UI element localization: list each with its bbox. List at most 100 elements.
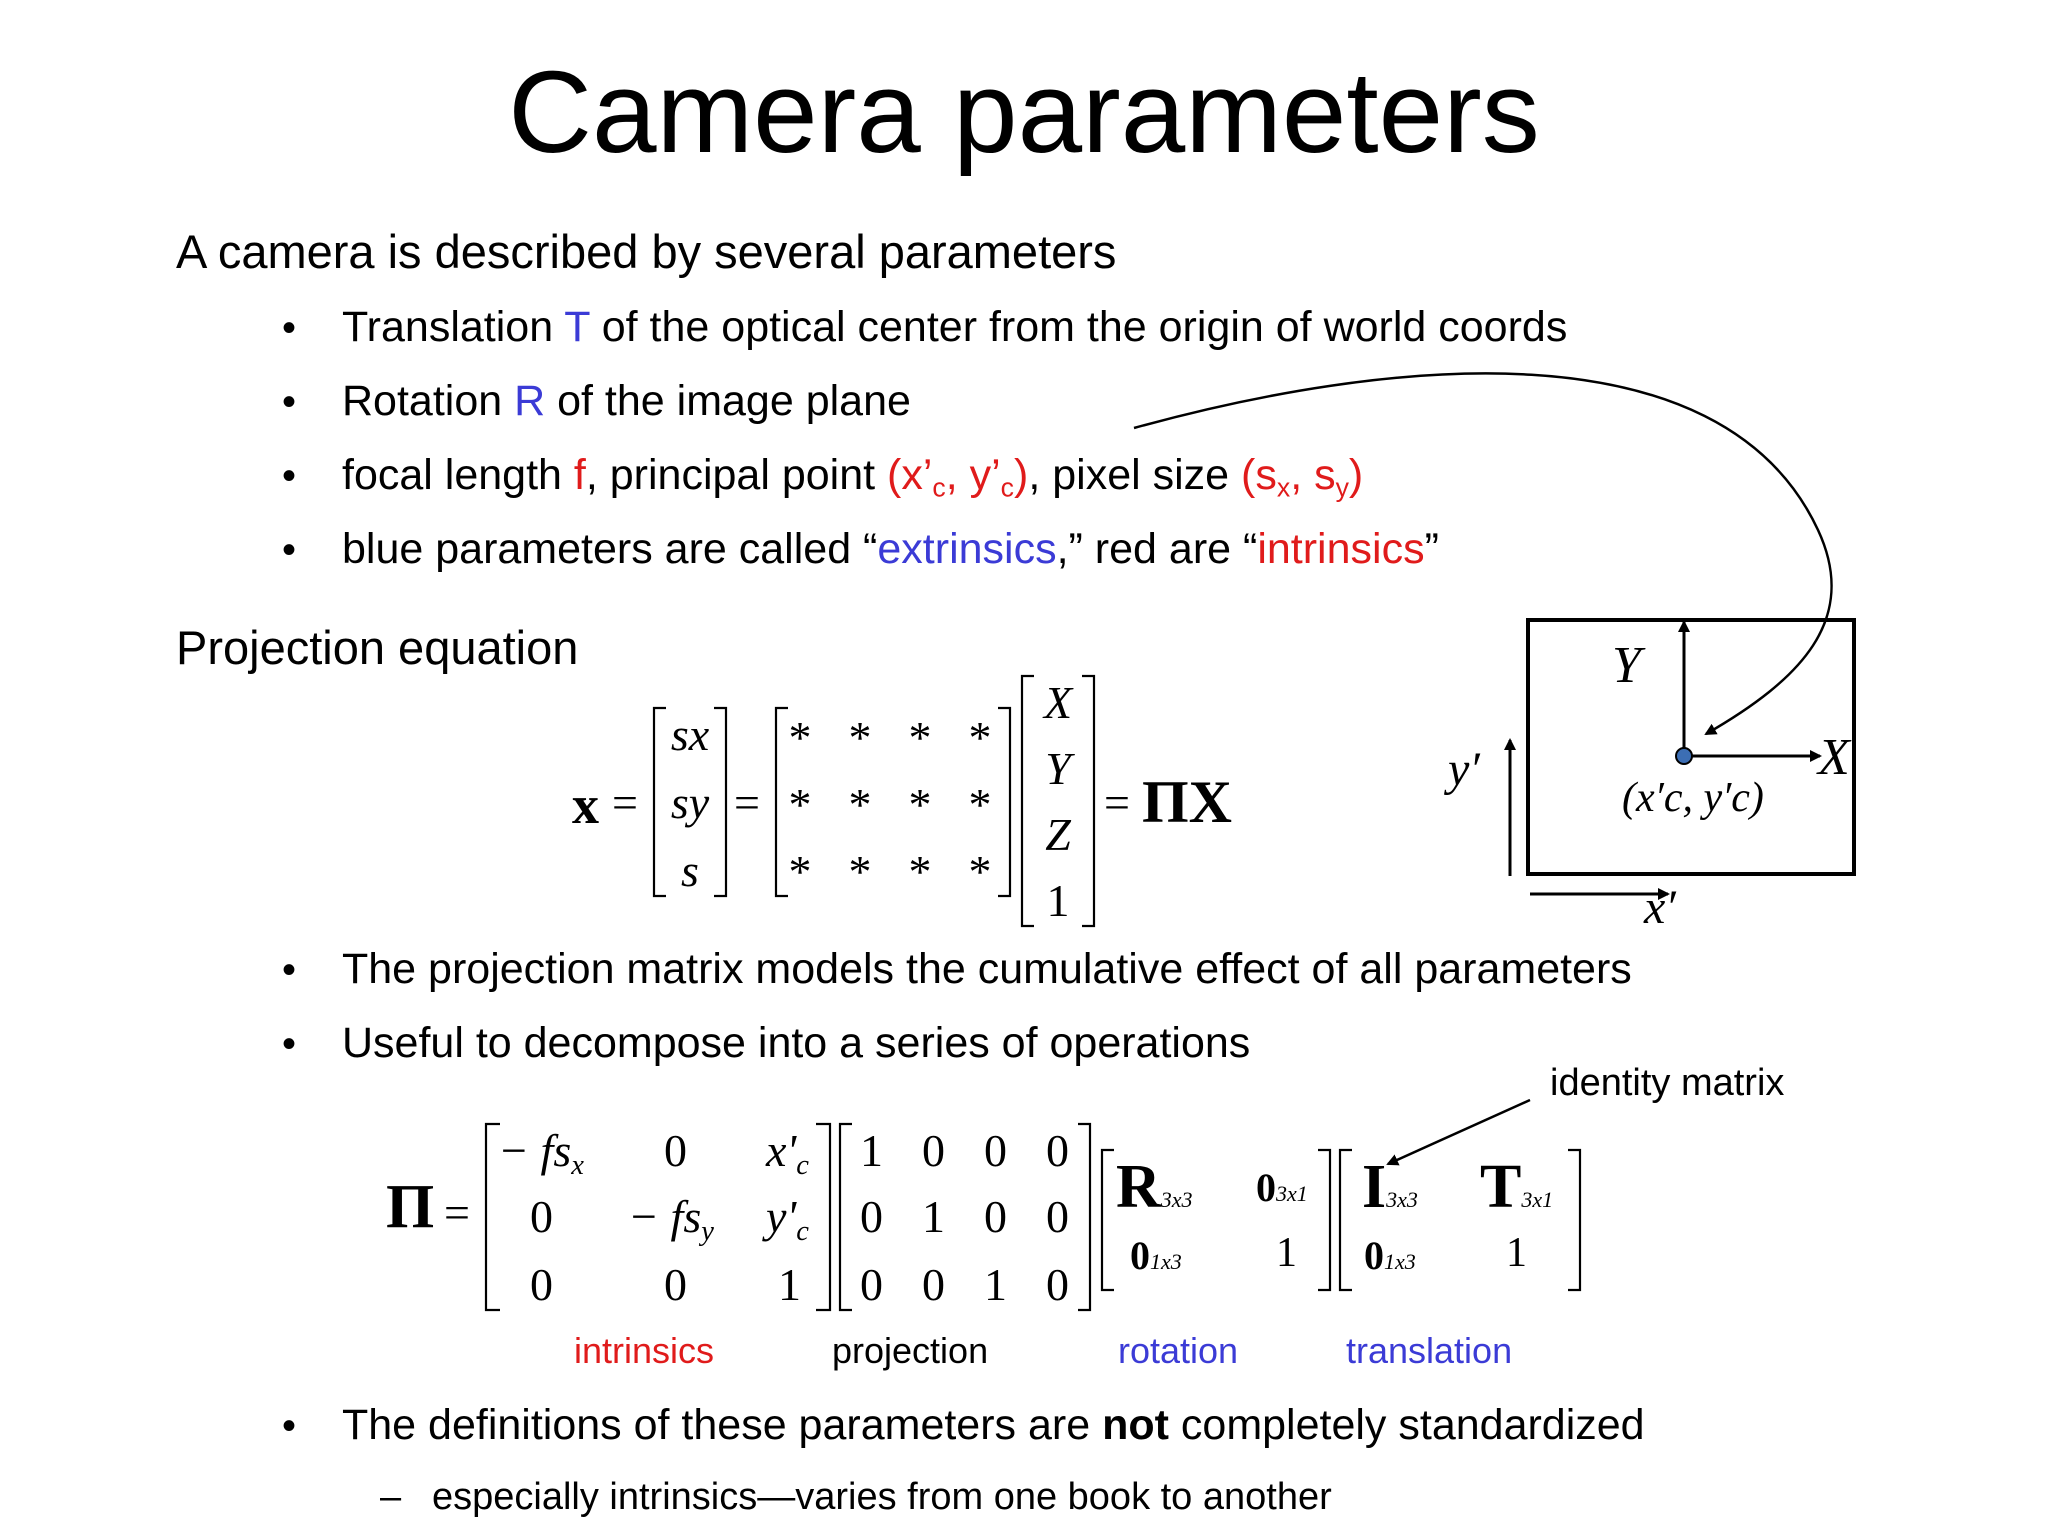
bracket — [838, 1122, 852, 1312]
eq1-equals: = — [612, 777, 638, 828]
bullet-text: , principal point — [585, 451, 888, 499]
bullet-text: focal length — [342, 451, 574, 499]
bracket — [1338, 1148, 1352, 1292]
proj-cell: 1 — [984, 1259, 1007, 1310]
bullet-text: Rotation — [342, 377, 515, 425]
identity-pointer-arrow — [1386, 1098, 1531, 1166]
axis-yprime-label: y′ — [1448, 743, 1480, 796]
proj-cell: 0 — [860, 1191, 883, 1242]
bullet-text: , pixel size — [1028, 451, 1242, 499]
intr-cell: 1 — [778, 1259, 801, 1310]
intr-cell: y'c — [766, 1191, 809, 1247]
bullet-projection-matrix: The projection matrix models the cumulat… — [342, 945, 1632, 993]
label-rotation: rotation — [1118, 1330, 1239, 1371]
eq2-lhs: Π — [386, 1173, 435, 1241]
bracket — [816, 1122, 832, 1312]
identity-matrix-note: identity matrix — [1550, 1062, 1785, 1104]
bracket — [1078, 1122, 1092, 1312]
label-translation: translation — [1346, 1330, 1513, 1371]
axis-Y-label: Y — [1612, 637, 1641, 694]
principal-point-dot — [1675, 747, 1693, 765]
focal-symbol: f — [573, 451, 586, 499]
rot-cell: 03x1 — [1256, 1165, 1308, 1210]
eq1-vec-sy: sy — [670, 777, 710, 828]
star-cell: * — [788, 846, 812, 897]
pixel-size: (sx, sy) — [1241, 451, 1364, 503]
intr-cell: x'c — [766, 1125, 809, 1181]
bullet-text: blue parameters are called “ — [342, 525, 878, 573]
bullet-not-standardized: The definitions of these parameters are … — [342, 1400, 1645, 1452]
proj-cell: 0 — [984, 1191, 1007, 1242]
star-cell: * — [788, 779, 812, 830]
bullet-text: ” — [1424, 525, 1439, 573]
star-cell: * — [968, 779, 992, 830]
sub-bullet-dash: – — [380, 1476, 402, 1518]
star-cell: * — [968, 846, 992, 897]
world-Y: Y — [1045, 743, 1071, 794]
slide-title: Camera parameters — [508, 47, 1540, 177]
bullet-dot: • — [282, 1404, 297, 1448]
bracket — [484, 1122, 500, 1312]
proj-cell: 1 — [922, 1191, 945, 1242]
star-cell: * — [908, 846, 932, 897]
principal-point: (x’c, y’c) — [887, 451, 1029, 503]
proj-cell: 0 — [1046, 1125, 1069, 1176]
extrinsics-word: extrinsics — [877, 525, 1057, 573]
proj-cell: 0 — [984, 1125, 1007, 1176]
intro-line: A camera is described by several paramet… — [176, 225, 1117, 278]
proj-cell: 0 — [1046, 1259, 1069, 1310]
bullet-dot: • — [282, 306, 297, 350]
bullet-dot: • — [282, 948, 297, 992]
intr-cell: 0 — [664, 1259, 687, 1310]
star-cell: * — [908, 712, 932, 763]
star-cell: * — [788, 712, 812, 763]
bracket — [1318, 1148, 1332, 1292]
bullet-rotation: Rotation R of the image plane — [342, 376, 911, 428]
bracket — [1020, 674, 1034, 928]
rotation-symbol: R — [514, 377, 546, 425]
star-cell: * — [848, 712, 872, 763]
principal-point-label: (x′c, y′c) — [1622, 775, 1764, 821]
star-cell: * — [908, 779, 932, 830]
eq1-lhs: x — [572, 775, 599, 835]
label-intrinsics: intrinsics — [574, 1330, 715, 1371]
proj-cell: 0 — [860, 1259, 883, 1310]
bullet-text: of the image plane — [545, 377, 911, 425]
intr-cell: − fsy — [628, 1191, 714, 1247]
sub-bullet-intrinsics: especially intrinsics—varies from one bo… — [432, 1476, 1332, 1518]
curved-pointer-arrow — [1133, 372, 1833, 736]
trans-cell: I3x3 — [1362, 1153, 1418, 1221]
intr-cell: 0 — [530, 1259, 553, 1310]
world-one: 1 — [1046, 875, 1070, 926]
image-plane-rect — [1526, 618, 1856, 876]
bullet-dot: • — [282, 380, 297, 424]
intr-cell: 0 — [530, 1191, 553, 1242]
proj-cell: 0 — [1046, 1191, 1069, 1242]
bullet-dot: • — [282, 454, 297, 498]
bullet-text: The definitions of these parameters are — [342, 1401, 1103, 1449]
bracket — [1082, 674, 1096, 928]
rot-cell: 1 — [1276, 1230, 1297, 1276]
bullet-text: Translation — [342, 303, 565, 351]
bullet-extrinsics-intrinsics: blue parameters are called “extrinsics,”… — [342, 524, 1439, 576]
trans-cell: 01x3 — [1364, 1233, 1416, 1278]
bullet-text: completely standardized — [1168, 1401, 1645, 1449]
proj-cell: 1 — [860, 1125, 883, 1176]
intr-cell: − fsx — [498, 1125, 584, 1181]
bullet-dot: • — [282, 1022, 297, 1066]
eq1-equals: = — [1104, 777, 1130, 828]
bullet-translation: Translation T of the optical center from… — [342, 302, 1567, 354]
rot-cell: 01x3 — [1130, 1233, 1182, 1278]
eq2-equals: = — [444, 1187, 470, 1238]
eq1-equals: = — [734, 777, 760, 828]
translation-symbol: T — [564, 303, 590, 351]
intr-cell: 0 — [664, 1125, 687, 1176]
label-projection: projection — [832, 1330, 989, 1371]
intrinsics-word: intrinsics — [1257, 525, 1425, 573]
proj-cell: 0 — [922, 1125, 945, 1176]
bracket — [774, 706, 788, 898]
bracket — [998, 706, 1012, 898]
bullet-dot: • — [282, 528, 297, 572]
bullet-text: ,” red are “ — [1056, 525, 1258, 573]
